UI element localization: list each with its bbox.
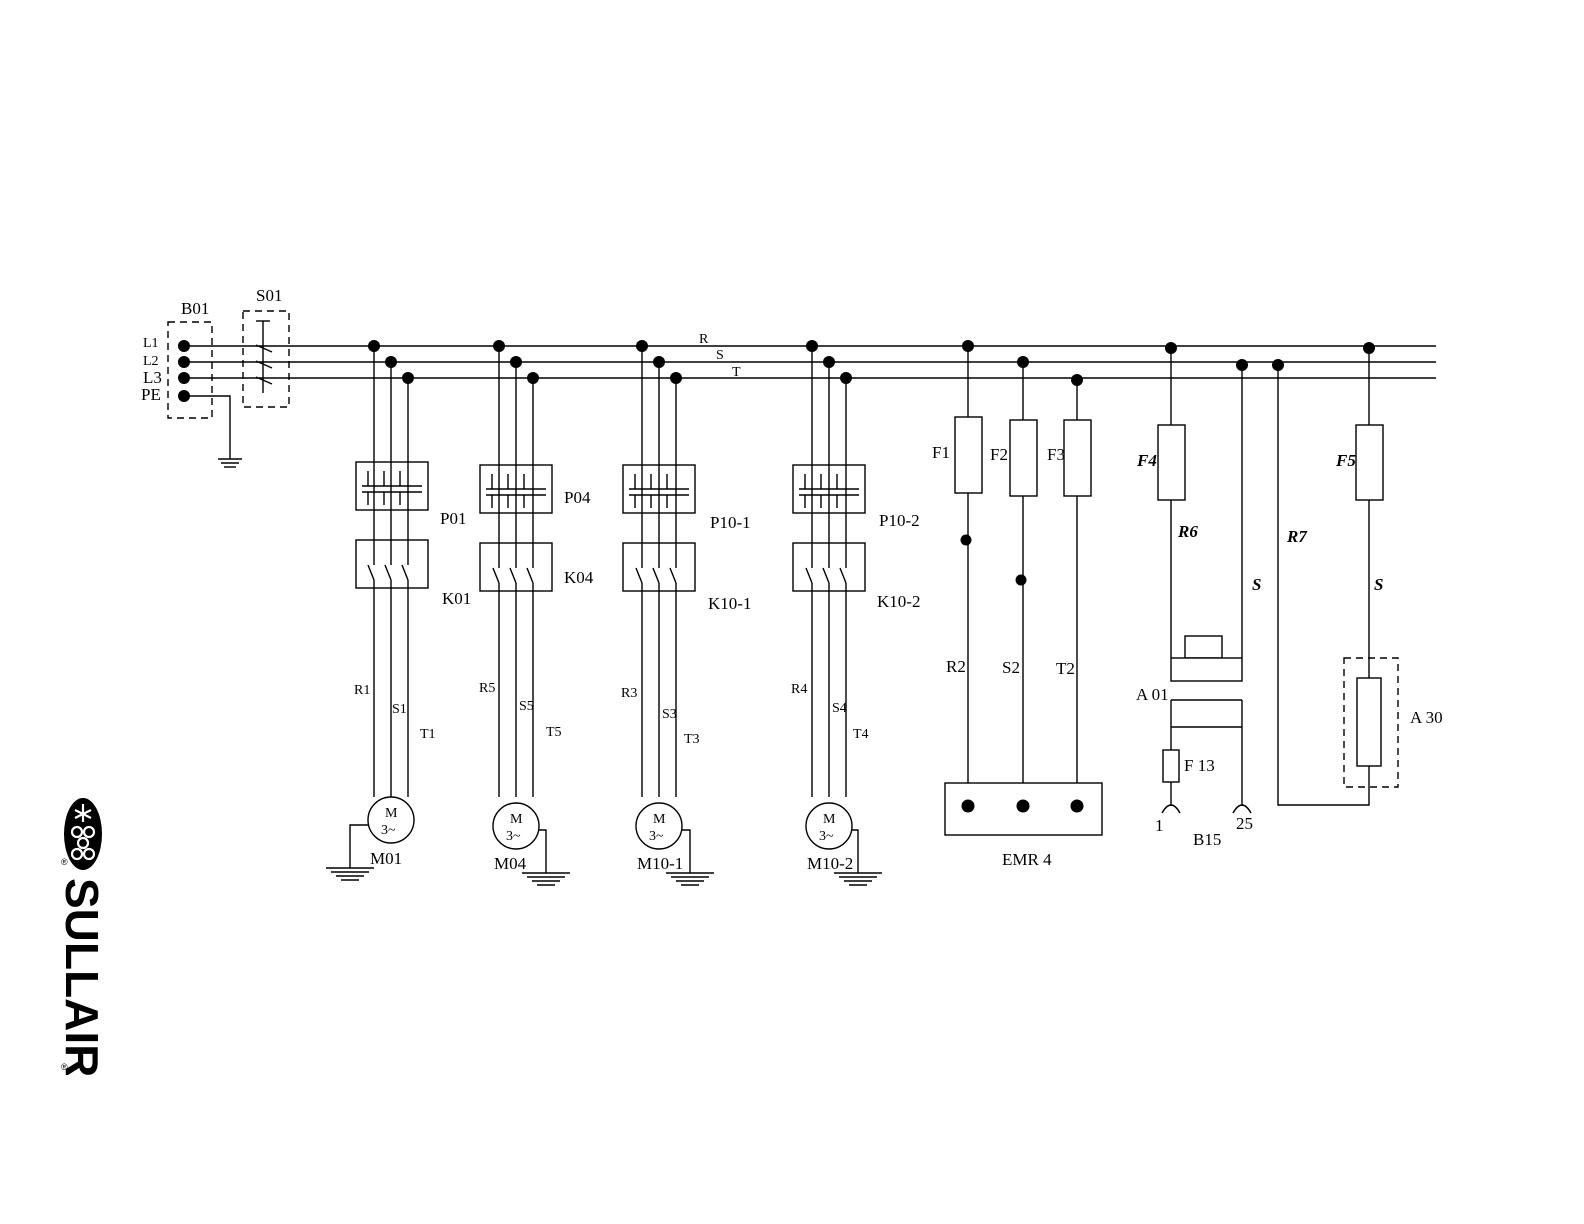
wire-s-label: S1	[392, 702, 407, 717]
contactor-label: K10-2	[877, 592, 920, 611]
supply-terminal-b01: B01 L1 L2 L3 PE	[141, 299, 242, 467]
contactor	[480, 543, 552, 591]
wire-r2-label: R2	[946, 657, 966, 676]
fuse-f3	[1064, 420, 1091, 496]
overload-protector	[793, 465, 865, 513]
wire-t-label: T4	[853, 727, 869, 742]
input-l1-label: L1	[143, 336, 159, 351]
fuse-f1	[955, 417, 982, 493]
wire-s-label: S3	[662, 707, 677, 722]
motor-symbol: M 3~	[368, 797, 414, 843]
b01-label: B01	[181, 299, 209, 318]
input-pe-label: PE	[141, 385, 161, 404]
transformer-a01	[1171, 636, 1242, 727]
sullair-wordmark: SULLAIR	[58, 878, 108, 1075]
protector-label: P01	[440, 509, 466, 528]
motor-branch-m10-2: P10-2 K10-2 R4 S4 T4 M 3~ M10-2	[791, 340, 920, 885]
svg-text:3~: 3~	[506, 829, 521, 844]
motor-branch-m01: P01 K01 R1 S1 T1 M 3~ M01	[326, 340, 471, 880]
bus-r-label: R	[699, 332, 709, 347]
wire-r7-label: R7	[1286, 527, 1308, 546]
bus-s-label: S	[716, 348, 724, 363]
s01-label: S01	[256, 286, 282, 305]
terminal-25-label: 25	[1236, 814, 1253, 833]
motor-branch-m04: P04 K04 R5 S5 T5 M 3~ M04	[479, 340, 594, 885]
fuse-f3-label: F3	[1047, 445, 1065, 464]
overload-protector	[480, 465, 552, 513]
protector-label: P10-1	[710, 513, 751, 532]
wire-t2-label: T2	[1056, 659, 1075, 678]
terminal-25-symbol	[1233, 805, 1251, 813]
heater-a30-label: A 30	[1410, 708, 1443, 727]
wire-r6-label: R6	[1177, 522, 1198, 541]
reg-mark-1: ®	[61, 857, 68, 867]
wire-t-label: T5	[546, 725, 562, 740]
svg-text:3~: 3~	[649, 829, 664, 844]
wire-s-label-2: S	[1374, 575, 1383, 594]
wire-r-label: R5	[479, 681, 495, 696]
fuse-f5-label: F5	[1335, 451, 1356, 470]
wire-t-label: T1	[420, 727, 436, 742]
wire-s-label: S4	[832, 701, 847, 716]
terminal-1-symbol	[1162, 805, 1180, 813]
terminal-1-label: 1	[1155, 816, 1164, 835]
reg-mark-2: ®	[61, 1062, 68, 1072]
block-b15-label: B15	[1193, 830, 1221, 849]
motor-symbol: M 3~	[806, 803, 852, 849]
svg-text:3~: 3~	[819, 829, 834, 844]
contactor	[793, 543, 865, 591]
control-section: F4 R6 S A 01 F 13 1 25 B15 R7 F5	[1136, 342, 1443, 849]
fuse-f2-label: F2	[990, 445, 1008, 464]
svg-text:M: M	[510, 812, 523, 827]
svg-text:M: M	[653, 812, 666, 827]
busbars: R S T	[184, 332, 1436, 380]
contactor-label: K10-1	[708, 594, 751, 613]
wire-r-label: R4	[791, 682, 807, 697]
motor-label: M01	[370, 849, 402, 868]
fuse-f4-label: F4	[1136, 451, 1157, 470]
wire-s2-label: S2	[1002, 658, 1020, 677]
contactor	[356, 540, 428, 588]
contactor-label: K01	[442, 589, 471, 608]
sullair-emblem	[64, 798, 102, 870]
heater-a30	[1357, 678, 1381, 766]
emr-label: EMR 4	[1002, 850, 1052, 869]
contactor-label: K04	[564, 568, 594, 587]
fuse-f13	[1163, 750, 1179, 782]
wire-s-label: S5	[519, 699, 534, 714]
motor-symbol: M 3~	[493, 803, 539, 849]
motor-label: M10-2	[807, 854, 853, 873]
motor-branch-m10-1: P10-1 K10-1 R3 S3 T3 M 3~ M10-1	[621, 340, 751, 885]
wire-r-label: R3	[621, 686, 637, 701]
fuse-f4	[1158, 425, 1185, 500]
input-l2-label: L2	[143, 354, 159, 369]
fuse-f1-label: F1	[932, 443, 950, 462]
contactor	[623, 543, 695, 591]
svg-text:M: M	[385, 806, 398, 821]
motor-symbol: M 3~	[636, 803, 682, 849]
transformer-a01-label: A 01	[1136, 685, 1169, 704]
protector-label: P04	[564, 488, 591, 507]
sullair-logo: ® SULLAIR ®	[58, 790, 108, 1075]
fuse-f13-label: F 13	[1184, 756, 1215, 775]
fuse-f2	[1010, 420, 1037, 496]
fuse-f5	[1356, 425, 1383, 500]
wire-s-label-1: S	[1252, 575, 1261, 594]
wire-t-label: T3	[684, 732, 700, 747]
emr-section: F1 F2 F3 R2 S2 T2 EMR 4	[932, 340, 1102, 869]
motor-label: M10-1	[637, 854, 683, 873]
svg-text:M: M	[823, 812, 836, 827]
protector-label: P10-2	[879, 511, 920, 530]
svg-text:3~: 3~	[381, 823, 396, 838]
motor-label: M04	[494, 854, 527, 873]
overload-protector	[356, 462, 428, 510]
overload-protector	[623, 465, 695, 513]
bus-t-label: T	[732, 365, 741, 380]
wire-r-label: R1	[354, 683, 370, 698]
